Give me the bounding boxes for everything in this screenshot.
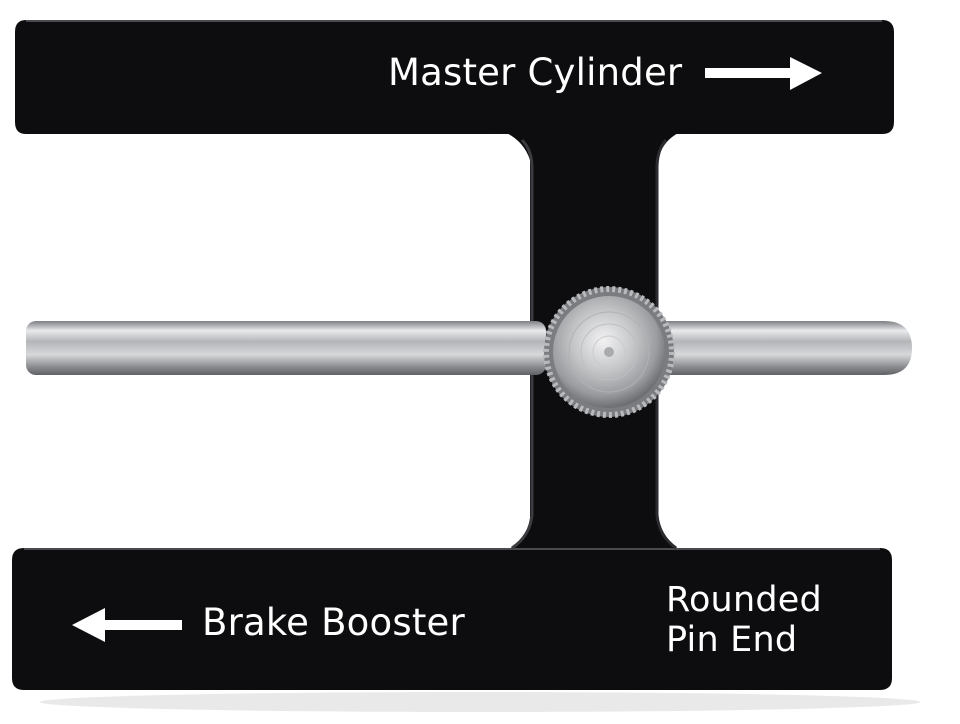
- arrow-left-icon: [72, 608, 182, 642]
- pin-rod-right: [660, 321, 912, 375]
- arrow-right-icon: [705, 57, 822, 90]
- tool-shadow: [40, 692, 920, 712]
- pin-end-label-line1: Rounded: [666, 580, 822, 620]
- rounded-pin-end-label: Rounded Pin End: [666, 580, 822, 660]
- brake-booster-label: Brake Booster: [202, 601, 465, 644]
- master-cylinder-label: Master Cylinder: [388, 51, 683, 94]
- bottom-bar: [12, 548, 892, 690]
- pin-end-label-line2: Pin End: [666, 620, 798, 660]
- top-bar: [15, 20, 894, 134]
- knurled-knob: [543, 286, 675, 418]
- pin-rod-left: [26, 321, 546, 375]
